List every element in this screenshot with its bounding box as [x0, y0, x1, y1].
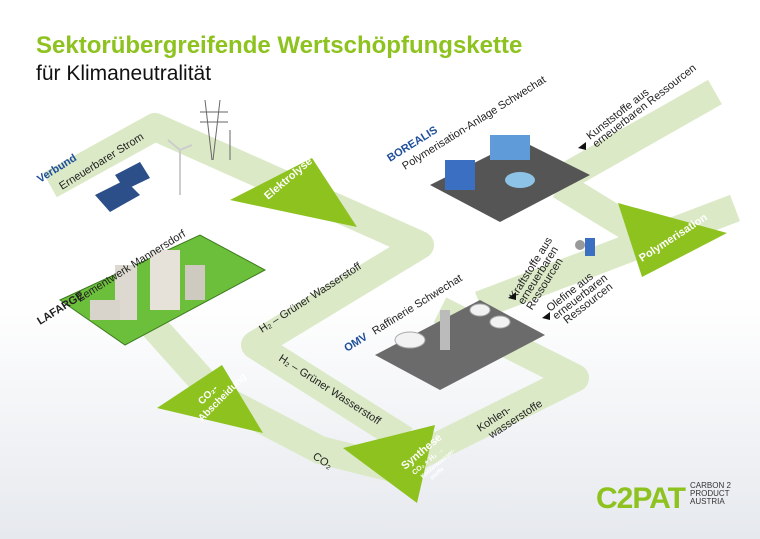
borealis-plant: [430, 135, 590, 222]
flow-h2-bottom: H₂ – Grüner Wasserstoff: [276, 352, 383, 427]
logo-sub-line: PRODUCT: [690, 489, 730, 498]
c2pat-logo-subtitle: CARBON 2 PRODUCT AUSTRIA: [690, 482, 750, 506]
arrow-icon: [578, 142, 586, 150]
lafarge-plant: [58, 234, 267, 346]
triangle-abscheidung: [157, 365, 263, 433]
page-subtitle: für Klimaneutralität: [36, 62, 212, 85]
omv-refinery: [375, 300, 545, 390]
logo-sub-line: AUSTRIA: [690, 497, 725, 506]
arrow-icon: [508, 292, 516, 300]
arrow-icon: [542, 312, 550, 320]
power-pylon-icon: [200, 99, 231, 161]
wind-turbine-icon: [167, 139, 193, 195]
logo-sub-line: CARBON 2: [690, 481, 731, 490]
fuel-pump-icon: [575, 238, 595, 256]
triangle-elektrolyse: [230, 158, 357, 227]
omv-logo: OMV: [342, 331, 370, 355]
c2pat-logo: C2PAT: [596, 482, 686, 515]
triangle-polymerisation: [618, 203, 727, 277]
triangle-synthese: [343, 425, 435, 503]
solar-panels-icon: [95, 162, 150, 212]
page-title: Sektorübergreifende Wertschöpfungskette: [36, 32, 523, 59]
band-kunststoffe: [553, 79, 722, 193]
band-strom-h2: [43, 113, 434, 452]
